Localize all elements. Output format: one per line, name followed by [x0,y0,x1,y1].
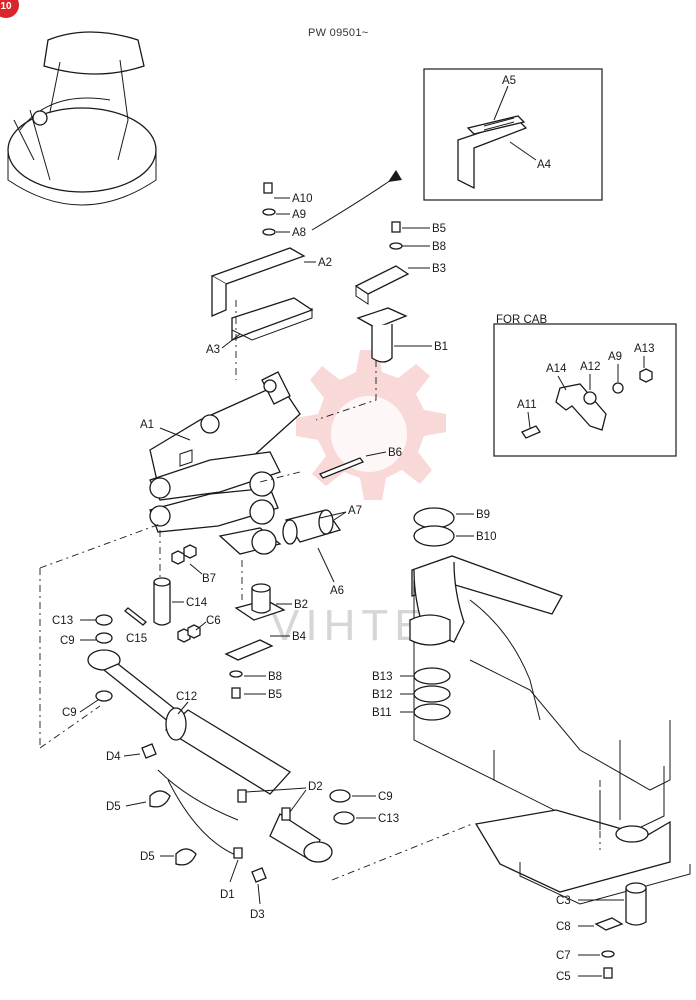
label-b12: B12 [372,689,392,701]
label-a7: A7 [348,505,362,517]
serial-range: PW 09501~ [308,27,369,39]
label-b2: B2 [294,599,308,611]
fitting-d4 [141,743,157,759]
plate-b4 [224,639,274,661]
label-c5: C5 [556,971,571,983]
for-cab-inset [493,323,677,457]
pin-c14 [153,582,171,626]
bracket-b3 [354,265,410,295]
label-d3: D3 [250,909,265,921]
label-c14: C14 [186,597,208,609]
for-cab-title: FOR CAB [496,314,547,326]
label-a12: A12 [580,361,600,373]
label-b5: B5 [432,223,446,235]
label-b10: B10 [476,531,496,543]
label-a2: A2 [318,257,332,269]
label-a14: A14 [546,363,567,375]
label-d2: D2 [308,781,323,793]
label-d1: D1 [220,889,235,901]
detail-box-a4-a5 [423,68,603,201]
label-b3: B3 [432,263,446,275]
label-a9-top: A9 [292,209,306,221]
label-b7: B7 [202,573,216,585]
label-c6: C6 [206,615,221,627]
svg-text:10: 10 [0,1,12,12]
hose-d1 [167,779,239,857]
label-c8: C8 [556,921,571,933]
label-c13-left: C13 [52,615,73,627]
chassis-frame [409,555,691,905]
arrow-head [388,170,402,182]
bracket-a14 [555,383,607,431]
label-b8: B8 [432,241,446,253]
label-a9: A9 [608,351,622,363]
clamp-d5-lower [175,848,197,866]
label-b1: B1 [434,341,448,353]
page-badge: 10 [0,0,19,18]
swing-bracket-a1 [149,371,301,555]
label-b13: B13 [372,671,392,683]
pin-b2 [251,588,271,614]
label-a4: A4 [537,159,552,171]
label-c9-right: C9 [378,791,393,803]
washer-a9 [612,382,624,394]
label-c12: C12 [176,691,197,703]
label-b11: B11 [372,707,392,719]
label-b6: B6 [388,447,402,459]
label-a10: A10 [292,193,312,205]
label-b8-lower: B8 [268,671,282,683]
label-c9-left: C9 [60,635,75,647]
label-d4: D4 [106,751,121,763]
label-a6: A6 [330,585,344,597]
label-a8: A8 [292,227,306,239]
label-a5: A5 [502,75,516,87]
label-b5-lower: B5 [268,689,282,701]
label-b9: B9 [476,509,490,521]
plate-c8 [594,917,624,931]
label-c13-right: C13 [378,813,399,825]
label-c9-lower: C9 [62,707,77,719]
fastener-stack-a [262,182,276,236]
label-a3: A3 [206,344,220,356]
nut-a13 [639,368,653,383]
pin-c3 [625,888,647,926]
label-a13: A13 [634,343,654,355]
swing-cylinder-c12 [87,649,333,863]
bracket-detail [457,115,528,190]
plate-a3 [231,297,314,341]
label-c7: C7 [556,950,571,962]
label-a11: A11 [517,399,537,411]
bolt-c15 [124,607,147,626]
washer-a12 [583,391,597,405]
bracket-a2 [210,247,306,285]
label-d5-lower: D5 [140,851,155,863]
pin-b1 [371,324,393,363]
label-d5-upper: D5 [106,801,121,813]
cap-b1 [356,307,408,329]
label-a1: A1 [140,419,154,431]
bolt-b6 [318,457,365,479]
watermark-gear [296,350,446,500]
label-c15: C15 [126,633,147,645]
bolt-a11 [521,425,541,439]
label-b4: B4 [292,631,307,643]
hose-upper [157,769,239,821]
clamp-d5-upper [149,790,171,808]
machine-thumbnail [7,31,157,206]
label-c3: C3 [556,895,571,907]
